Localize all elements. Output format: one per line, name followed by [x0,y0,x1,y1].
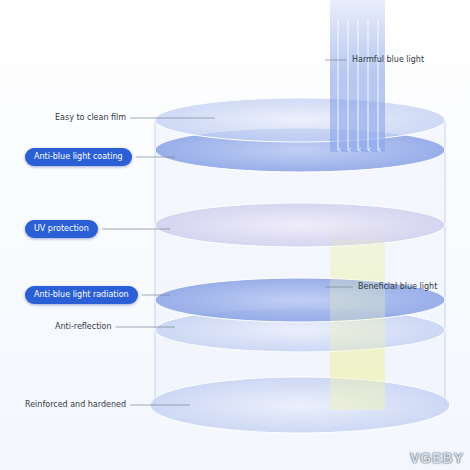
leader-line [130,405,190,406]
layer-label: Reinforced and hardened [25,400,126,410]
leader-line [325,287,353,288]
leader-line [102,229,170,230]
light-ray-arrow [358,20,359,150]
layer-label: Beneficial blue light [358,282,437,292]
feature-pill: Anti-blue light radiation [25,286,138,304]
feature-pill: Anti-blue light coating [25,148,132,166]
leader-line [136,157,175,158]
layer-label: Easy to clean film [55,113,126,123]
feature-name: Anti-blue light coating [34,152,123,162]
light-ray-arrow [378,20,379,150]
layer-label: Anti-reflection [55,322,112,332]
leader-line [130,118,215,119]
leader-line [325,60,347,61]
light-ray-arrow [338,20,339,150]
light-ray-arrow [348,20,349,150]
light-ray-arrow [368,20,369,150]
feature-name: UV protection [34,224,89,234]
feature-name: Anti-blue light radiation [34,290,129,300]
layer-label: Harmful blue light [352,55,424,65]
leader-line [116,327,175,328]
watermark: VGEBY [410,450,464,466]
leader-line [142,295,170,296]
feature-pill: UV protection [25,220,98,238]
